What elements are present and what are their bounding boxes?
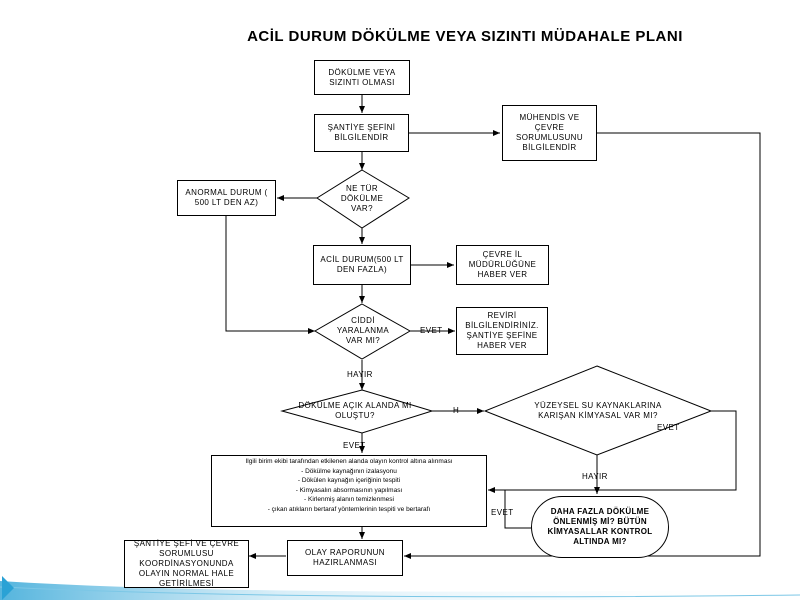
action-item: - Dökülen kaynağın içeriğinin tespiti — [297, 477, 401, 484]
node-emergency: ACİL DURUM(500 LT DEN FAZLA) — [313, 245, 411, 285]
label-h-open-area: H — [453, 406, 460, 415]
node-engineer: MÜHENDİS VE ÇEVRE SORUMLUSUNU BİLGİLENDİ… — [502, 105, 597, 161]
surface-water-diamond — [483, 365, 713, 456]
open-area-diamond — [280, 389, 434, 434]
node-infirmary: REVİRİ BİLGİLENDİRİNİZ. ŞANTİYE ŞEFİNE H… — [456, 307, 548, 355]
label-hayir-injury: HAYIR — [347, 370, 373, 379]
node-open-area: DÖKÜLME AÇIK ALANDA MI OLUŞTU? — [298, 401, 412, 420]
label-evet-injury: EVET — [420, 326, 443, 335]
action-item: - çıkan atıkların bertaraf yöntemlerinin… — [267, 505, 431, 513]
node-surface-water: YÜZEYSEL SU KAYNAKLARINA KARIŞAN KİMYASA… — [534, 401, 662, 420]
action-item: - Kirlenmiş alanın temizlenmesi — [304, 496, 394, 503]
arrow-oval-to-actions — [504, 490, 531, 529]
arrow-surface-water-to-actions — [488, 410, 737, 493]
node-abnormal: ANORMAL DURUM ( 500 LT DEN AZ) — [177, 180, 276, 216]
node-site-chief: ŞANTİYE ŞEFİNİ BİLGİLENDİR — [314, 114, 409, 152]
action-item: - Dökülme kaynağının izalasyonu — [301, 467, 397, 475]
node-start: DÖKÜLME VEYA SIZINTI OLMASI — [314, 60, 410, 95]
footer-arrow-icon — [2, 576, 14, 600]
label-evet-surface-water: EVET — [657, 423, 680, 432]
spill-type-diamond — [316, 169, 410, 229]
label-evet-more-spill: EVET — [491, 508, 514, 517]
node-coordination: ŞANTİYE ŞEFİ VE ÇEVRE SORUMLUSU KOORDİNA… — [124, 539, 249, 588]
footer-decoration — [0, 581, 800, 600]
node-spill-type: NE TÜR DÖKÜLME VAR? — [340, 184, 384, 213]
arrow-abnormal-to-injury — [225, 216, 315, 334]
node-more-spill: DAHA FAZLA DÖKÜLME ÖNLENMİŞ Mİ? BÜTÜN Kİ… — [531, 496, 669, 558]
label-hayir-surface-water: HAYIR — [582, 472, 608, 481]
action-list-box: Ilgili birim ekibi tarafından etkilenen … — [211, 455, 487, 527]
node-report: OLAY RAPORUNUN HAZIRLANMASI — [287, 540, 403, 576]
label-evet-open-area: EVET — [343, 441, 366, 450]
node-environment-office: ÇEVRE İL MÜDÜRLÜĞÜNE HABER VER — [456, 245, 549, 285]
page-title: ACİL DURUM DÖKÜLME VEYA SIZINTI MÜDAHALE… — [247, 28, 683, 45]
node-injury: CİDDİ YARALANMA VAR MI? — [336, 316, 390, 345]
injury-diamond — [314, 303, 412, 360]
action-item: Ilgili birim ekibi tarafından etkilenen … — [245, 458, 453, 465]
action-item: - Kimyasalın absormasının yapılması — [295, 486, 403, 494]
